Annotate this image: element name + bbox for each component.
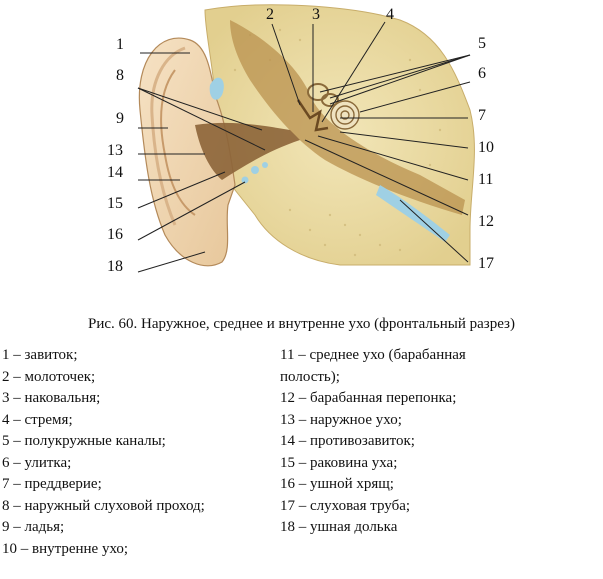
legend-item: 4 – стремя; [2, 411, 73, 428]
legend-item: 6 – улитка; [2, 454, 72, 471]
legend-item: 9 – ладья; [2, 519, 65, 535]
figure-caption: Рис. 60. Наружное, среднее и внутренне у… [88, 316, 515, 332]
label-11: 11 [478, 171, 494, 188]
legend-item: 17 – слуховая труба; [280, 497, 411, 514]
legend-item: 13 – наружное ухо; [280, 411, 402, 428]
antihelix [160, 69, 196, 216]
label-2: 2 [266, 6, 274, 23]
label-8: 8 [116, 67, 124, 84]
label-14: 14 [107, 164, 123, 181]
legend-item: 8 – наружный слуховой проход; [2, 497, 205, 514]
label-6: 6 [478, 65, 486, 82]
tissue-band [230, 20, 465, 215]
legend-item: 5 – полукружные каналы; [2, 433, 166, 449]
ear-cross-section-illustration [137, 4, 475, 273]
label-3: 3 [312, 6, 320, 23]
legend-item: 10 – внутренне ухо; [2, 540, 129, 557]
legend-item: 11 – среднее ухо (барабанная [280, 347, 466, 363]
label-13: 13 [107, 142, 123, 159]
label-4: 4 [386, 6, 394, 23]
legend-right-column: 11 – среднее ухо (барабанная полость); 1… [280, 345, 570, 539]
label-5: 5 [478, 35, 486, 52]
label-9: 9 [116, 110, 124, 127]
legend-item: 2 – молоточек; [2, 368, 96, 385]
ear-anatomy-figure: 1 2 3 4 5 6 7 8 9 10 13 14 11 15 12 16 1… [107, 4, 494, 275]
legend-item: 18 – ушная долька [280, 519, 398, 535]
legend-item: 15 – раковина уха; [280, 454, 398, 471]
leader-lines [137, 21, 471, 273]
label-12: 12 [478, 213, 494, 230]
label-16: 16 [107, 226, 123, 243]
label-10: 10 [478, 139, 494, 156]
label-18: 18 [107, 258, 123, 275]
legend-item: 16 – ушной хрящ; [280, 476, 394, 492]
label-1: 1 [116, 36, 124, 53]
ossicles [296, 99, 329, 132]
eustachian-tube-lining [376, 185, 450, 242]
legend-item: 14 – противозавиток; [280, 433, 415, 449]
vessel-blue [209, 77, 224, 100]
label-17: 17 [478, 255, 494, 272]
legend-item: 3 – наковальня; [2, 390, 101, 406]
legend-item: 1 – завиток; [2, 347, 78, 363]
label-15: 15 [107, 195, 123, 212]
legend-item: 7 – преддверие; [2, 476, 102, 492]
legend-item: полость); [280, 368, 340, 385]
label-7: 7 [478, 107, 486, 124]
legend-left-column: 1 – завиток; 2 – молоточек; 3 – наковаль… [2, 345, 272, 560]
semicircular-canals [307, 83, 339, 107]
legend-item: 12 – барабанная перепонка; [280, 390, 457, 406]
cochlea-drawing [330, 100, 360, 130]
helix-rim [150, 46, 186, 226]
ear-canal [195, 122, 300, 180]
